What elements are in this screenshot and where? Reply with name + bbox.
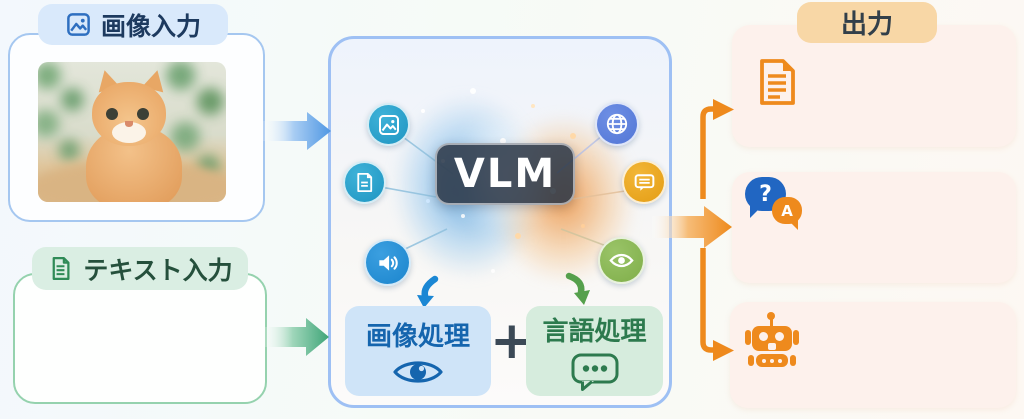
- output-card-robot: [730, 302, 1016, 408]
- image-input-icon: [65, 11, 92, 38]
- vlm-core-box: VLM 画像処理 + 言語処理: [328, 36, 672, 408]
- cat-eye-right: [137, 108, 149, 120]
- plus-sign: +: [490, 311, 534, 371]
- arrow-text-to-vlm: [263, 318, 329, 356]
- globe-capability-icon: [595, 102, 639, 146]
- chat-capability-icon: [622, 160, 666, 204]
- text-input-label-pill: テキスト入力: [32, 247, 248, 290]
- text-input-box: [13, 273, 267, 404]
- output-label-pill: 出力: [797, 2, 937, 43]
- cat-eye-left: [106, 108, 118, 120]
- cat-photo: [38, 62, 226, 202]
- output-document-icon: [753, 56, 801, 108]
- arrow-branch-top: [700, 106, 715, 199]
- vlm-title-plate: VLM: [435, 143, 575, 205]
- output-label: 出力: [840, 10, 893, 40]
- chat-dots-icon: [569, 352, 621, 392]
- brain-network-sparkles: [331, 39, 335, 43]
- audio-capability-icon: [364, 239, 411, 286]
- arrow-branch-bottom: [700, 248, 715, 353]
- qa-question-bubble-icon: ?: [745, 177, 786, 218]
- qa-answer-letter: A: [781, 201, 793, 220]
- text-input-label: テキスト入力: [83, 255, 233, 285]
- image-processing-box: 画像処理: [345, 306, 491, 396]
- output-card-qa: ? A: [732, 172, 1016, 283]
- language-processing-box: 言語処理: [526, 306, 663, 396]
- document-capability-icon: [343, 161, 386, 204]
- cat-head: [92, 82, 166, 146]
- image-capability-icon: [367, 103, 410, 146]
- robot-icon: [745, 312, 799, 368]
- cat-muzzle: [112, 122, 146, 143]
- vlm-title: VLM: [453, 151, 557, 197]
- image-processing-label: 画像処理: [365, 321, 470, 352]
- image-input-label: 画像入力: [100, 11, 201, 41]
- qa-question-mark: ?: [759, 181, 772, 207]
- arrow-image-to-vlm: [263, 112, 331, 150]
- image-input-label-pill: 画像入力: [38, 4, 228, 45]
- text-input-icon: [47, 255, 74, 282]
- eye-processing-icon: [392, 357, 444, 387]
- cat-nose: [125, 121, 133, 127]
- qa-answer-bubble-icon: A: [772, 197, 802, 230]
- vision-capability-icon: [598, 237, 645, 284]
- language-processing-label: 言語処理: [542, 316, 647, 347]
- output-card-text: [732, 25, 1016, 147]
